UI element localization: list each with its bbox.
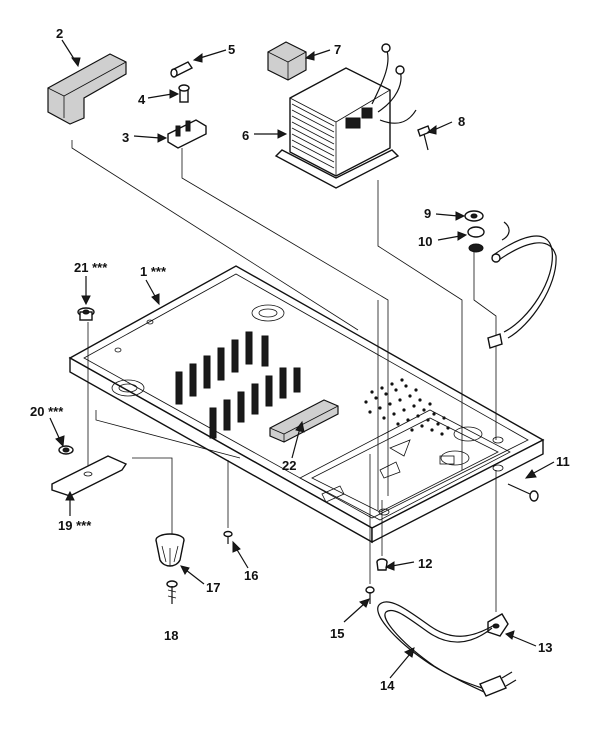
part-17-foot bbox=[155, 533, 185, 567]
callout-9: 9 bbox=[424, 206, 431, 221]
part-4-screw bbox=[178, 84, 190, 103]
leader-lines bbox=[49, 39, 555, 679]
part-2-bracket bbox=[47, 53, 127, 125]
part-16-screw bbox=[223, 530, 233, 544]
part-13-cord-clamp bbox=[487, 613, 509, 637]
part-7-cube bbox=[267, 41, 307, 81]
perforation-pattern bbox=[364, 378, 450, 436]
callout-22: 22 bbox=[282, 458, 296, 473]
part-14-power-cord bbox=[377, 601, 517, 697]
callout-5: 5 bbox=[228, 42, 235, 57]
part-6-transformer bbox=[274, 43, 417, 189]
callout-13: 13 bbox=[538, 640, 552, 655]
part-10-washer bbox=[467, 226, 485, 253]
ground-wire bbox=[487, 221, 557, 349]
part-15-screw bbox=[365, 586, 375, 604]
callout-16: 16 bbox=[244, 568, 258, 583]
base-plate bbox=[68, 265, 545, 544]
callout-7: 7 bbox=[334, 42, 341, 57]
part-11-screw bbox=[507, 483, 539, 502]
callout-8: 8 bbox=[458, 114, 465, 129]
part-20-grommet bbox=[58, 445, 74, 455]
part-5-fuse bbox=[170, 61, 194, 78]
callout-2: 2 bbox=[56, 26, 63, 41]
callout-10: 10 bbox=[418, 234, 432, 249]
callout-17: 17 bbox=[206, 580, 220, 595]
callout-6: 6 bbox=[242, 128, 249, 143]
vent-slots bbox=[175, 331, 301, 439]
callout-labels: 2 5 7 4 8 3 6 9 10 21 *** 1 *** 20 *** 2… bbox=[30, 26, 570, 693]
part-8-screw bbox=[417, 125, 431, 151]
callout-4: 4 bbox=[138, 92, 146, 107]
part-3-terminal-block bbox=[167, 119, 207, 149]
callout-14: 14 bbox=[380, 678, 395, 693]
part-9-nut bbox=[464, 210, 484, 222]
part-19-bracket bbox=[51, 455, 128, 497]
explode-lines bbox=[71, 140, 497, 612]
part-18-screw bbox=[166, 580, 178, 604]
callout-20: 20 *** bbox=[30, 404, 64, 419]
callout-19: 19 *** bbox=[58, 518, 92, 533]
part-12-rivet bbox=[376, 558, 388, 571]
callout-3: 3 bbox=[122, 130, 129, 145]
callout-15: 15 bbox=[330, 626, 344, 641]
callout-11: 11 bbox=[556, 454, 570, 469]
callout-18: 18 bbox=[164, 628, 178, 643]
part-21-grommet bbox=[77, 307, 95, 321]
callout-1: 1 *** bbox=[140, 264, 167, 279]
callout-12: 12 bbox=[418, 556, 432, 571]
part-22-strip bbox=[269, 399, 339, 443]
callout-21: 21 *** bbox=[74, 260, 108, 275]
